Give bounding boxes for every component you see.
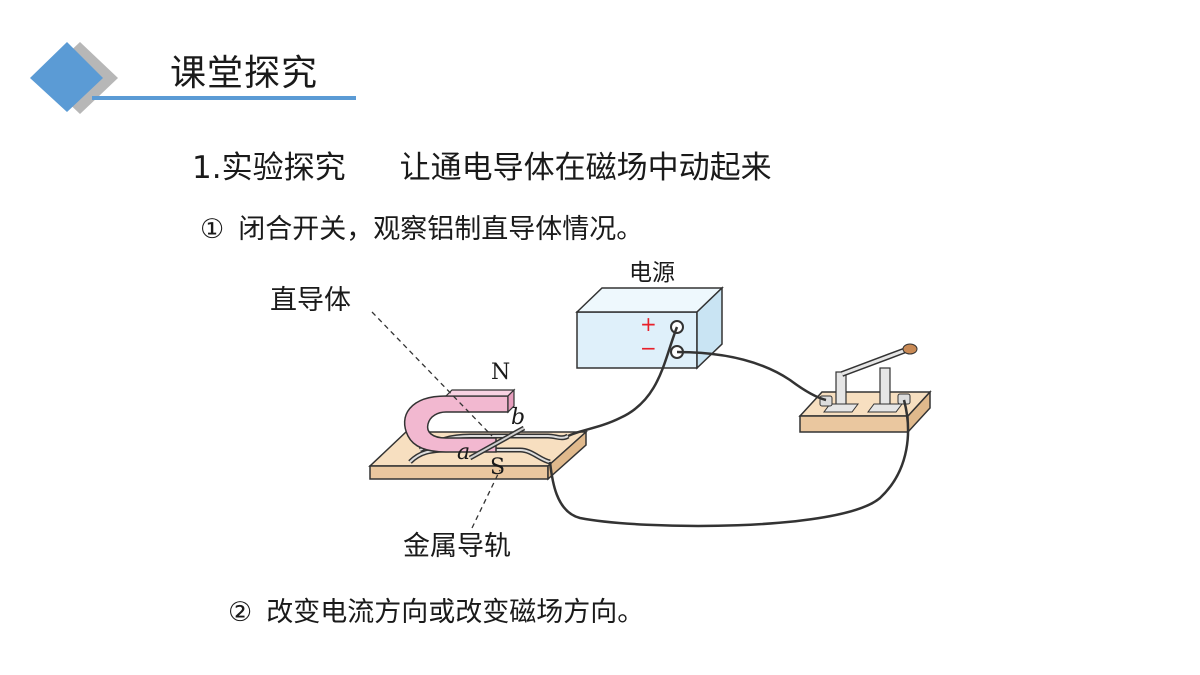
page-title: 课堂探究: [170, 53, 319, 94]
header-diamond-icon: [30, 42, 103, 112]
point-a-label: a: [457, 440, 471, 465]
leader-line-rails: [471, 469, 501, 529]
wire-negative-to-switch: [676, 350, 827, 402]
heading-part-b: 让通电导体在磁场中动起来: [399, 150, 772, 186]
header-underline: [92, 96, 356, 100]
switch-plate-right: [867, 403, 903, 413]
u-magnet-end: [507, 388, 515, 414]
heading-part-a: 实验探究: [221, 150, 346, 186]
step-item-1: ① 闭合开关，观察铝制直导体情况。: [200, 207, 643, 246]
step-number: ②: [228, 597, 253, 628]
straight-conductor-label: 直导体: [270, 285, 351, 316]
minus-sign: −: [640, 336, 657, 360]
step-item-2: ② 改变电流方向或改变磁场方向。: [228, 590, 644, 629]
step-number: ①: [200, 214, 225, 245]
u-magnet: [403, 395, 509, 453]
switch-post-left: [835, 371, 847, 407]
south-pole-label: S: [490, 455, 506, 480]
point-b-label: b: [511, 405, 526, 430]
wire-switch-to-rail: [548, 399, 910, 528]
switch-blade-highlight: [841, 348, 907, 376]
switch-post-right: [879, 367, 891, 409]
rail-base-front: [369, 465, 549, 480]
power-supply-side: [696, 286, 723, 370]
rail-base-side: [547, 430, 587, 481]
power-supply-label: 电源: [629, 260, 675, 286]
metal-rails-label: 金属导轨: [403, 531, 511, 562]
circuit-diagram: [368, 286, 932, 529]
switch-handle: [902, 343, 918, 355]
wire-positive-to-rail: [567, 326, 679, 438]
leader-line-conductor: [371, 311, 493, 437]
u-magnet-top-face: [444, 389, 516, 397]
plus-sign: +: [640, 312, 657, 336]
step-text: 闭合开关，观察铝制直导体情况。: [238, 214, 644, 245]
section-heading: 1.实验探究 让通电导体在磁场中动起来: [192, 142, 772, 187]
heading-number: 1.: [192, 150, 222, 186]
switch-base-front: [799, 415, 909, 433]
switch-plate-left: [823, 403, 859, 413]
north-pole-label: N: [491, 360, 511, 385]
straight-conductor-rod-highlight: [469, 427, 525, 459]
step-text: 改变电流方向或改变磁场方向。: [266, 597, 645, 628]
